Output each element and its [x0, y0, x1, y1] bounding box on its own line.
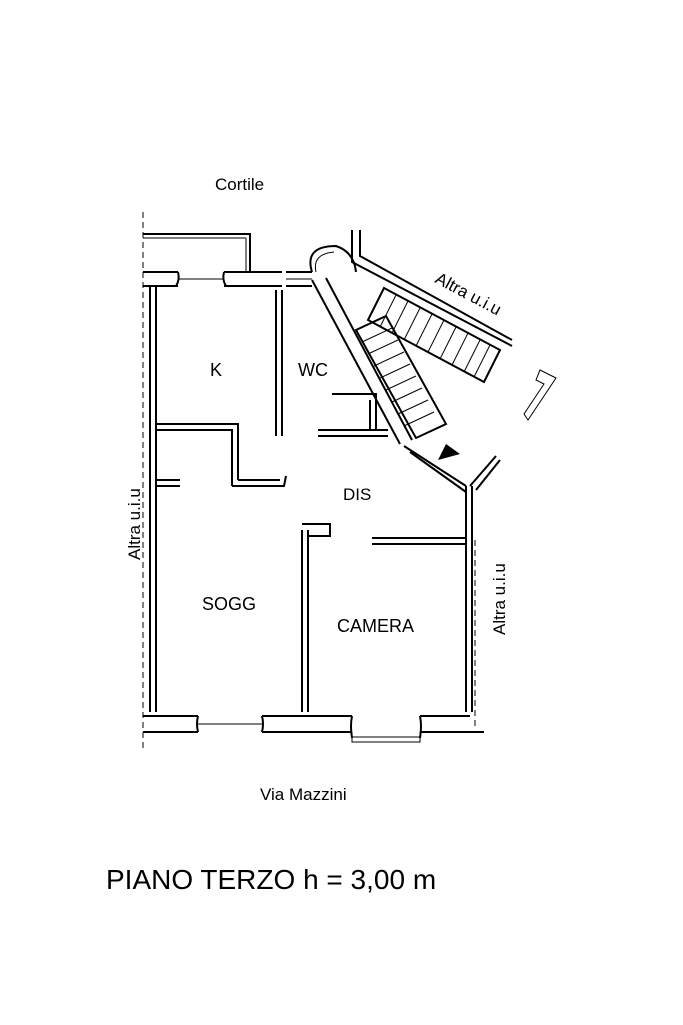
street-label: Via Mazzini: [260, 785, 347, 804]
balcony: [143, 233, 251, 272]
other-unit-label-left: Altra u.i.u: [125, 488, 144, 560]
stair-enclosure: [309, 230, 557, 493]
outer-walls: [143, 271, 501, 743]
bedroom-label: CAMERA: [337, 616, 414, 636]
wc-label: WC: [298, 360, 328, 380]
living-label: SOGG: [202, 594, 256, 614]
other-unit-label-right: Altra u.i.u: [490, 563, 509, 635]
interior-walls: [156, 290, 466, 712]
floor-title: PIANO TERZO h = 3,00 m: [106, 864, 437, 895]
courtyard-label: Cortile: [215, 175, 264, 194]
stair-arrow-icon: [438, 444, 460, 460]
hall-label: DIS: [343, 485, 371, 504]
kitchen-label: K: [210, 360, 222, 380]
other-unit-label-top: Altra u.i.u: [432, 269, 504, 319]
